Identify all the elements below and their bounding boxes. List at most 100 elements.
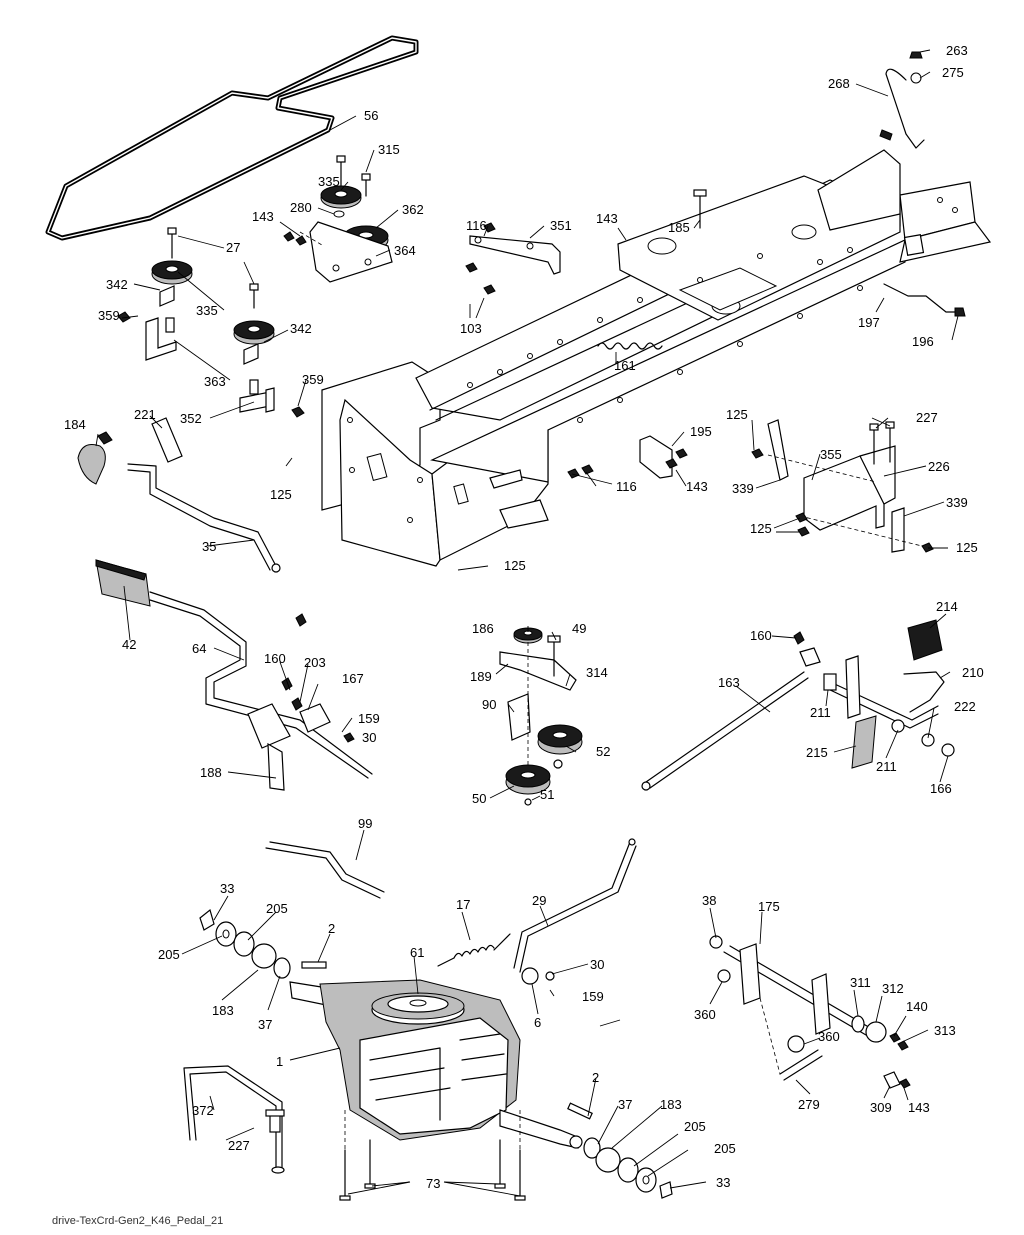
label-125: 125 — [270, 487, 292, 502]
label-185: 185 — [668, 220, 690, 235]
label-159: 159 — [358, 711, 380, 726]
axle-parts-left — [199, 908, 327, 979]
label-189: 189 — [470, 669, 492, 684]
label-226: 226 — [928, 459, 950, 474]
label-30: 30 — [590, 957, 604, 972]
label-195: 195 — [690, 424, 712, 439]
callout-labels: 263 275 268 56 315 335 280 362 143 364 2… — [64, 43, 984, 1191]
label-184: 184 — [64, 417, 86, 432]
label-313: 313 — [934, 1023, 956, 1038]
bracket-351 — [465, 222, 561, 295]
label-35: 35 — [202, 539, 216, 554]
label-163: 163 — [718, 675, 740, 690]
label-166: 166 — [930, 781, 952, 796]
diagram-caption: drive-TexCrd-Gen2_K46_Pedal_21 — [52, 1215, 223, 1227]
label-2: 2 — [328, 921, 335, 936]
leader-lines — [95, 49, 959, 1197]
label-90: 90 — [482, 697, 496, 712]
label-312: 312 — [882, 981, 904, 996]
brake-shaft-assembly — [709, 935, 911, 1089]
label-363: 363 — [204, 374, 226, 389]
label-49: 49 — [572, 621, 586, 636]
label-1: 1 — [276, 1054, 283, 1069]
label-211: 211 — [810, 705, 831, 720]
label-205: 205 — [714, 1141, 736, 1156]
label-116: 116 — [466, 218, 487, 233]
label-27: 27 — [226, 240, 240, 255]
label-309: 309 — [870, 1100, 892, 1115]
label-183: 183 — [212, 1003, 234, 1018]
label-359: 359 — [302, 372, 324, 387]
transaxle — [289, 979, 583, 1201]
label-140: 140 — [906, 999, 928, 1014]
label-37: 37 — [258, 1017, 272, 1032]
label-61: 61 — [410, 945, 424, 960]
label-221: 221 — [134, 407, 156, 422]
label-186: 186 — [472, 621, 494, 636]
label-335: 335 — [318, 174, 340, 189]
label-143: 143 — [596, 211, 618, 226]
label-227: 227 — [228, 1138, 250, 1153]
label-116: 116 — [616, 479, 637, 494]
label-335: 335 — [196, 303, 218, 318]
label-160: 160 — [750, 628, 772, 643]
label-359: 359 — [98, 308, 120, 323]
label-339: 339 — [946, 495, 968, 510]
lift-rod-268 — [879, 51, 925, 149]
idler-assembly-center — [499, 627, 583, 806]
label-161: 161 — [614, 358, 636, 373]
label-183: 183 — [660, 1097, 682, 1112]
label-17: 17 — [456, 897, 470, 912]
label-275: 275 — [942, 65, 964, 80]
rod-29 — [513, 838, 637, 985]
label-315: 315 — [378, 142, 400, 157]
bypass-rod-372 — [183, 1065, 285, 1174]
label-2: 2 — [592, 1070, 599, 1085]
label-29: 29 — [532, 893, 546, 908]
label-103: 103 — [460, 321, 482, 336]
shift-lever-197 — [883, 283, 966, 317]
label-364: 364 — [394, 243, 416, 258]
label-143: 143 — [686, 479, 708, 494]
label-342: 342 — [106, 277, 128, 292]
tractor-frame — [321, 149, 992, 567]
idler-pulley-assembly-lower — [117, 227, 305, 418]
label-360: 360 — [694, 1007, 716, 1022]
frame-holes — [347, 197, 958, 523]
label-268: 268 — [828, 76, 850, 91]
label-197: 197 — [858, 315, 880, 330]
label-205: 205 — [266, 901, 288, 916]
label-160: 160 — [264, 651, 286, 666]
label-125: 125 — [726, 407, 748, 422]
label-372: 372 — [192, 1103, 214, 1118]
label-311: 311 — [850, 975, 871, 990]
label-211: 211 — [876, 759, 897, 774]
drive-belt — [45, 35, 419, 241]
shift-lever-64 — [95, 559, 373, 791]
label-125: 125 — [750, 521, 772, 536]
label-38: 38 — [702, 893, 716, 908]
bracket-195 — [639, 435, 688, 479]
label-196: 196 — [912, 334, 934, 349]
knob-184 — [77, 431, 113, 485]
label-125: 125 — [504, 558, 526, 573]
label-175: 175 — [758, 899, 780, 914]
label-210: 210 — [962, 665, 984, 680]
label-362: 362 — [402, 202, 424, 217]
label-352: 352 — [180, 411, 202, 426]
label-50: 50 — [472, 791, 486, 806]
label-222: 222 — [954, 699, 976, 714]
label-73: 73 — [426, 1176, 440, 1191]
label-203: 203 — [304, 655, 326, 670]
label-339: 339 — [732, 481, 754, 496]
label-125: 125 — [956, 540, 978, 555]
bolt-185 — [693, 189, 707, 229]
label-64: 64 — [192, 641, 206, 656]
label-280: 280 — [290, 200, 312, 215]
label-360: 360 — [818, 1029, 840, 1044]
label-167: 167 — [342, 671, 364, 686]
label-188: 188 — [200, 765, 222, 780]
label-215: 215 — [806, 745, 828, 760]
lift-lever-35 — [127, 417, 281, 573]
